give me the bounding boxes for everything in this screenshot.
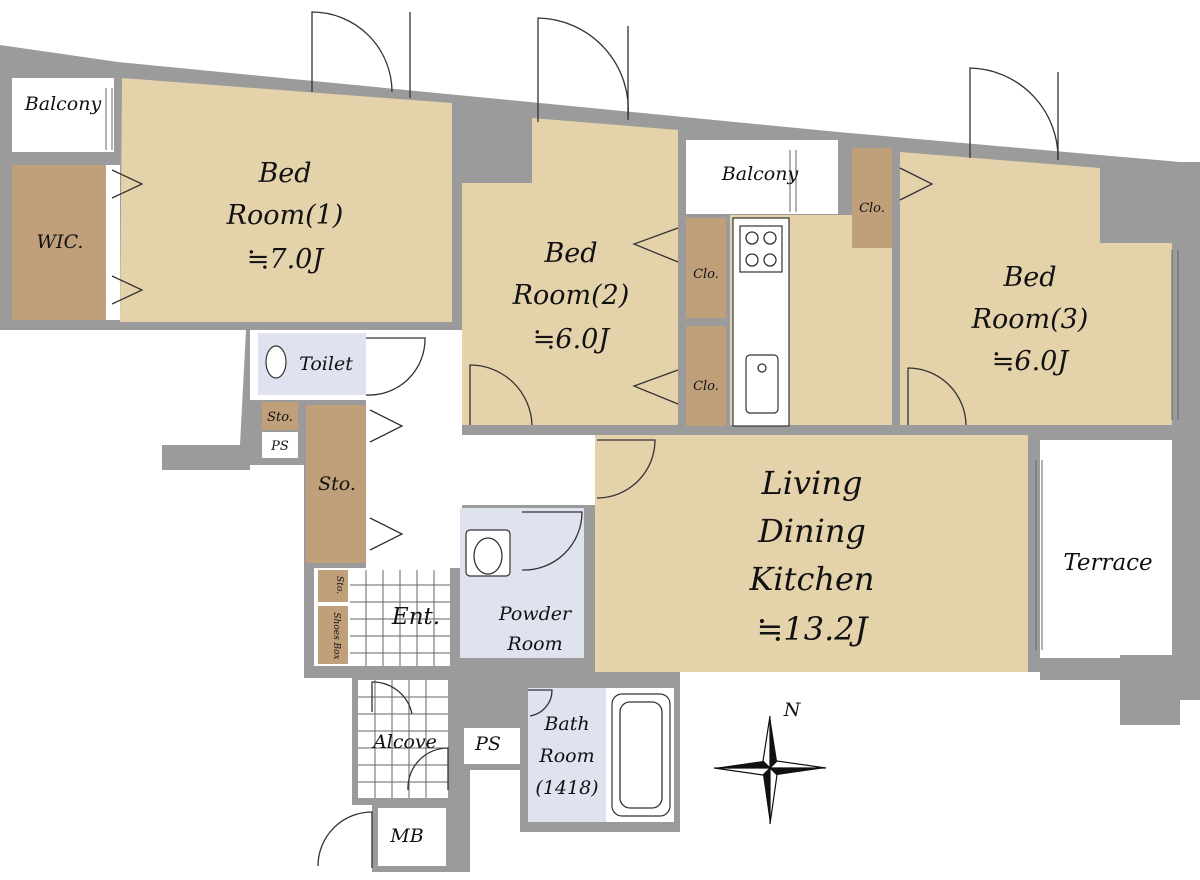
- kitchen-sink-icon: [745, 354, 779, 414]
- door-ldk[interactable]: [596, 439, 656, 499]
- door-entrance[interactable]: [407, 747, 449, 791]
- room-fills: [12, 78, 1180, 866]
- alcove-label: Alcove: [371, 731, 437, 753]
- shoes-box-label: Shoes Box: [331, 612, 341, 659]
- shoes-box-area: [318, 606, 348, 664]
- labels: Balcony WIC. Bed Room(1) ≒7.0J Bed Room(…: [24, 93, 1153, 847]
- powder-room-line2: Room: [506, 633, 562, 655]
- toilet-bowl-icon: [265, 345, 287, 379]
- terrace-label: Terrace: [1063, 550, 1152, 576]
- alcove-area: [358, 680, 448, 798]
- ldk-area: [595, 435, 1028, 672]
- bedroom2-name-line1: Bed: [543, 238, 597, 269]
- ldk-line2: Dining: [757, 512, 866, 550]
- door-bed3-balcony[interactable]: [969, 67, 1059, 161]
- door-bed2[interactable]: [469, 364, 533, 426]
- sto-tall-area: [306, 405, 366, 563]
- clo-bed3-area: [852, 148, 892, 248]
- door-powder[interactable]: [521, 511, 583, 571]
- entrance-label: Ent.: [391, 604, 440, 630]
- bedroom2-name-line2: Room(2): [512, 280, 630, 311]
- ldk-size: ≒13.2J: [757, 610, 870, 648]
- compass-north-label: N: [783, 699, 802, 721]
- doors: [105, 11, 1179, 868]
- ps-upper-label: PS: [270, 439, 289, 454]
- clo-bed2-bottom-label: Clo.: [693, 379, 719, 394]
- balcony-center-area: [686, 140, 838, 214]
- ps-lower-area: [464, 728, 520, 764]
- door-bed2-balcony[interactable]: [537, 17, 629, 122]
- bath-line1: Bath: [543, 713, 589, 735]
- balcony-center-label: Balcony: [721, 163, 799, 185]
- bedroom2-size: ≒6.0J: [533, 324, 612, 355]
- clo-bed2-top-label: Clo.: [693, 267, 719, 282]
- door-alcove[interactable]: [371, 681, 413, 715]
- bedroom3-name-line1: Bed: [1002, 262, 1056, 293]
- door-mb[interactable]: [317, 811, 373, 868]
- wic-label: WIC.: [37, 231, 84, 253]
- sto-small-area: [262, 402, 298, 430]
- clo-bed3-label: Clo.: [859, 201, 885, 216]
- bath-room-area: [528, 688, 606, 822]
- ps-lower-label: PS: [474, 733, 501, 755]
- door-bath[interactable]: [528, 689, 553, 717]
- clo-bed2-bottom-area: [686, 326, 726, 426]
- bath-line3: (1418): [535, 777, 598, 799]
- door-bed1-balcony[interactable]: [311, 11, 393, 93]
- ldk-line3: Kitchen: [748, 560, 874, 598]
- balcony-left-label: Balcony: [24, 93, 102, 115]
- wic-area: [12, 165, 106, 320]
- wash-basin-icon: [465, 529, 511, 577]
- floor-tiles: [350, 570, 450, 798]
- bedroom3-name-line2: Room(3): [971, 304, 1089, 335]
- sto-tall-label: Sto.: [318, 473, 356, 495]
- ps-upper-area: [262, 432, 298, 458]
- bath-line2: Room: [538, 745, 594, 767]
- balcony-left-area: [12, 78, 114, 152]
- bedroom1-name-line1: Bed: [257, 158, 311, 189]
- bathtub-icon: [611, 693, 671, 817]
- sto-small-label: Sto.: [267, 410, 293, 425]
- ldk-line1: Living: [761, 464, 863, 502]
- bedroom3-area: [900, 152, 1172, 425]
- mb-label: MB: [389, 825, 423, 847]
- stove-icon: [739, 225, 783, 273]
- bedroom1-size: ≒7.0J: [247, 244, 326, 275]
- clo-bed2-top-area: [686, 218, 726, 318]
- bedroom1-name-line2: Room(1): [226, 200, 344, 231]
- compass-rose-icon: [713, 715, 827, 825]
- powder-room-line1: Powder: [498, 603, 573, 625]
- sto-entrance-label: Sto.: [334, 576, 344, 594]
- door-toilet[interactable]: [365, 337, 426, 396]
- bedroom2-area: [462, 118, 678, 425]
- fixtures: [265, 225, 783, 817]
- door-bed3[interactable]: [907, 367, 967, 426]
- terrace-area: [1040, 440, 1172, 658]
- mb-area: [378, 808, 446, 866]
- toilet-label: Toilet: [299, 353, 353, 375]
- bedroom3-size: ≒6.0J: [992, 346, 1071, 377]
- sto-entrance-area: [318, 570, 348, 602]
- bedroom1-area: [120, 78, 452, 322]
